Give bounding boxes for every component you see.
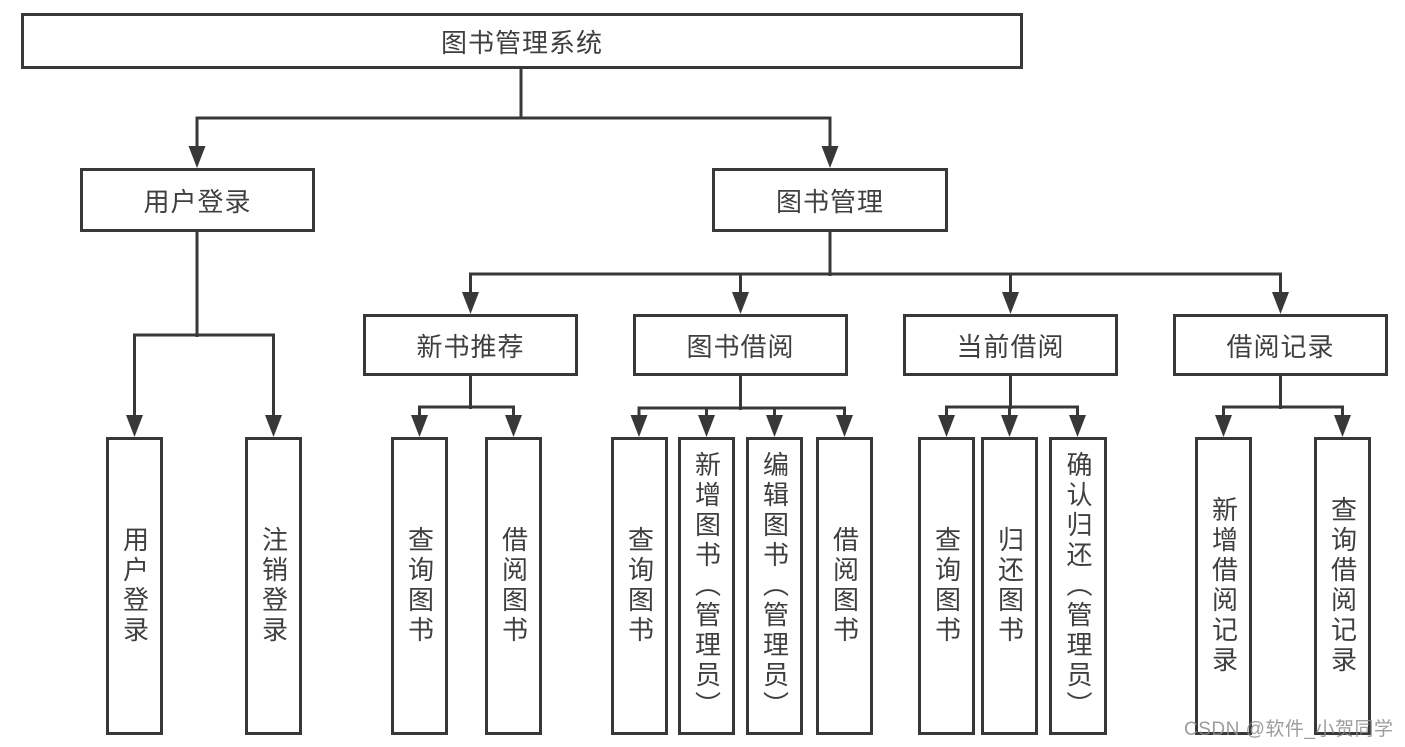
node-label: 注销登录 <box>258 526 289 646</box>
connector-borrow-record-group <box>1222 376 1344 419</box>
node-label: 借阅图书 <box>829 526 860 646</box>
arrow-down-icon <box>1215 415 1232 437</box>
arrow-down-icon <box>505 415 522 437</box>
arrow-down-icon <box>698 415 715 437</box>
node-label: 归还图书 <box>994 526 1025 646</box>
connector-book-mgmt-to-level3 <box>469 232 1282 297</box>
node-label: 新增图书（管理员） <box>691 451 722 721</box>
node-new-book-recommendation: 新书推荐 <box>363 314 578 376</box>
node-book-borrowing: 图书借阅 <box>633 314 848 376</box>
node-label: 借阅记录 <box>1226 331 1335 362</box>
leaf-query-books: 查询图书 <box>918 437 975 735</box>
node-label: 借阅图书 <box>498 526 529 646</box>
arrow-down-icon <box>1001 415 1018 437</box>
node-label: 当前借阅 <box>956 331 1065 362</box>
leaf-return-books: 归还图书 <box>981 437 1038 735</box>
arrow-down-icon <box>1272 292 1289 314</box>
leaf-confirm-return-admin: 确认归还（管理员） <box>1049 437 1107 735</box>
node-label: 确认归还（管理员） <box>1063 451 1093 721</box>
leaf-edit-books-admin: 编辑图书（管理员） <box>746 437 803 735</box>
leaf-query-borrow-record: 查询借阅记录 <box>1314 437 1371 735</box>
node-label: 编辑图书（管理员） <box>759 451 790 721</box>
node-label: 新书推荐 <box>416 331 525 362</box>
node-borrowing-records: 借阅记录 <box>1173 314 1388 376</box>
node-label: 图书借阅 <box>686 331 795 362</box>
leaf-query-books: 查询图书 <box>391 437 448 735</box>
arrow-down-icons <box>126 146 1351 437</box>
node-label: 用户登录 <box>143 186 252 217</box>
connector-root-to-level2 <box>195 69 832 152</box>
connector-user-login-to-leaves <box>133 232 275 419</box>
arrow-down-icon <box>265 415 282 437</box>
node-label: 查询图书 <box>624 526 655 646</box>
node-label: 用户登录 <box>119 526 150 646</box>
node-label: 图书管理 <box>775 186 884 217</box>
connector-book-borrow-group <box>637 376 846 419</box>
arrow-down-icon <box>188 146 206 168</box>
node-label: 图书管理系统 <box>440 27 603 58</box>
arrow-down-icon <box>126 415 143 437</box>
connector-new-book-group <box>418 376 515 419</box>
node-label: 查询图书 <box>404 526 435 646</box>
csdn-watermark: CSDN @软件_小贺同学 <box>1184 719 1394 740</box>
node-library-management-system: 图书管理系统 <box>21 13 1023 69</box>
arrow-down-icon <box>836 415 853 437</box>
leaf-user-login: 用户登录 <box>106 437 163 735</box>
leaf-add-borrow-record: 新增借阅记录 <box>1195 437 1252 735</box>
arrow-down-icon <box>1334 415 1351 437</box>
leaf-borrow-books: 借阅图书 <box>485 437 542 735</box>
arrow-down-icon <box>938 415 955 437</box>
leaf-query-books: 查询图书 <box>611 437 668 735</box>
leaf-borrow-books: 借阅图书 <box>816 437 873 735</box>
arrow-down-icon <box>1069 415 1086 437</box>
node-user-login: 用户登录 <box>80 168 315 232</box>
node-label: 查询图书 <box>931 526 962 646</box>
arrow-down-icon <box>1002 292 1019 314</box>
node-book-management: 图书管理 <box>712 168 948 232</box>
leaf-add-books-admin: 新增图书（管理员） <box>678 437 735 735</box>
arrow-down-icon <box>411 415 428 437</box>
arrow-down-icon <box>821 146 839 168</box>
arrow-down-icon <box>766 415 783 437</box>
node-label: 新增借阅记录 <box>1208 496 1239 676</box>
arrow-down-icon <box>462 292 479 314</box>
connector-current-borrow-group <box>945 376 1079 419</box>
leaf-logout: 注销登录 <box>245 437 302 735</box>
node-label: 查询借阅记录 <box>1327 496 1358 676</box>
arrow-down-icon <box>630 415 648 437</box>
arrow-down-icon <box>732 292 749 314</box>
node-current-borrowing: 当前借阅 <box>903 314 1118 376</box>
